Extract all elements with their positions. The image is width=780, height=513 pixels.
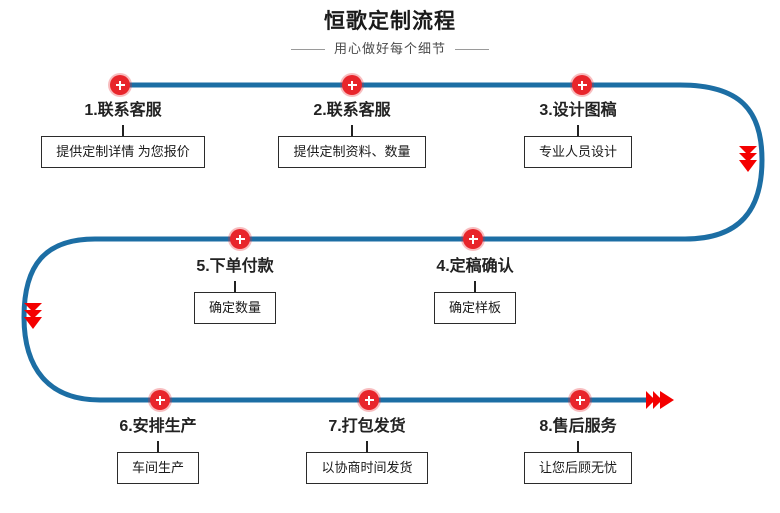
plus-icon — [351, 80, 353, 90]
node-marker-step-3[interactable] — [572, 75, 592, 95]
plus-icon — [159, 395, 161, 405]
step-title: 3.设计图稿 — [539, 102, 617, 119]
node-marker-step-5[interactable] — [230, 229, 250, 249]
plus-icon — [368, 395, 370, 405]
node-marker-step-8[interactable] — [570, 390, 590, 410]
flow-line-path — [21, 82, 765, 403]
plus-icon — [579, 395, 581, 405]
step-title: 2.联系客服 — [313, 102, 391, 119]
step-group-8: 8.售后服务 让您后顾无忧 — [463, 416, 693, 484]
step-detail-box: 让您后顾无忧 — [523, 452, 632, 484]
step-connector — [351, 125, 353, 136]
subtitle-rule-left — [290, 48, 325, 50]
step-title: 1.联系客服 — [84, 102, 162, 119]
step-detail-box: 以协商时间发货 — [306, 452, 428, 484]
step-group-2: 2.联系客服 提供定制资料、数量 — [237, 100, 467, 168]
step-group-6: 6.安排生产 车间生产 — [43, 416, 273, 484]
plus-icon — [239, 234, 241, 244]
step-detail-box: 确定数量 — [193, 292, 276, 324]
step-group-7: 7.打包发货 以协商时间发货 — [252, 416, 482, 484]
step-connector — [577, 125, 579, 136]
step-title: 6.安排生产 — [119, 418, 197, 435]
step-title: 5.下单付款 — [196, 258, 274, 275]
page-title: 恒歌定制流程 — [324, 10, 456, 33]
step-connector — [577, 441, 579, 452]
step-connector — [157, 441, 159, 452]
step-title: 7.打包发货 — [328, 418, 406, 435]
arrow-end-right-icon — [646, 391, 674, 409]
node-marker-step-2[interactable] — [342, 75, 362, 95]
step-connector — [234, 281, 236, 292]
node-marker-step-1[interactable] — [110, 75, 130, 95]
plus-icon — [581, 80, 583, 90]
step-connector — [474, 281, 476, 292]
step-detail-box: 提供定制详情 为您报价 — [41, 136, 205, 168]
step-detail-box: 车间生产 — [116, 452, 199, 484]
node-marker-step-7[interactable] — [359, 390, 379, 410]
node-marker-step-4[interactable] — [463, 229, 483, 249]
arrow-left-down-icon — [24, 303, 42, 329]
step-detail-box: 确定样板 — [433, 292, 516, 324]
step-group-4: 4.定稿确认 确定样板 — [360, 256, 590, 324]
node-marker-step-6[interactable] — [150, 390, 170, 410]
step-detail-box: 专业人员设计 — [523, 136, 632, 168]
arrow-right-down-icon — [739, 146, 757, 172]
step-detail-box: 提供定制资料、数量 — [278, 136, 426, 168]
step-group-5: 5.下单付款 确定数量 — [120, 256, 350, 324]
step-group-1: 1.联系客服 提供定制详情 为您报价 — [8, 100, 238, 168]
step-connector — [122, 125, 124, 136]
step-group-3: 3.设计图稿 专业人员设计 — [463, 100, 693, 168]
plus-icon — [119, 80, 121, 90]
header: 恒歌定制流程 用心做好每个细节 — [0, 8, 780, 58]
subtitle-row: 用心做好每个细节 — [0, 40, 780, 58]
subtitle-rule-right — [455, 48, 489, 50]
page-subtitle: 用心做好每个细节 — [333, 41, 446, 56]
plus-icon — [472, 234, 474, 244]
step-title: 4.定稿确认 — [436, 258, 514, 275]
step-title: 8.售后服务 — [539, 418, 617, 435]
step-connector — [366, 441, 368, 452]
